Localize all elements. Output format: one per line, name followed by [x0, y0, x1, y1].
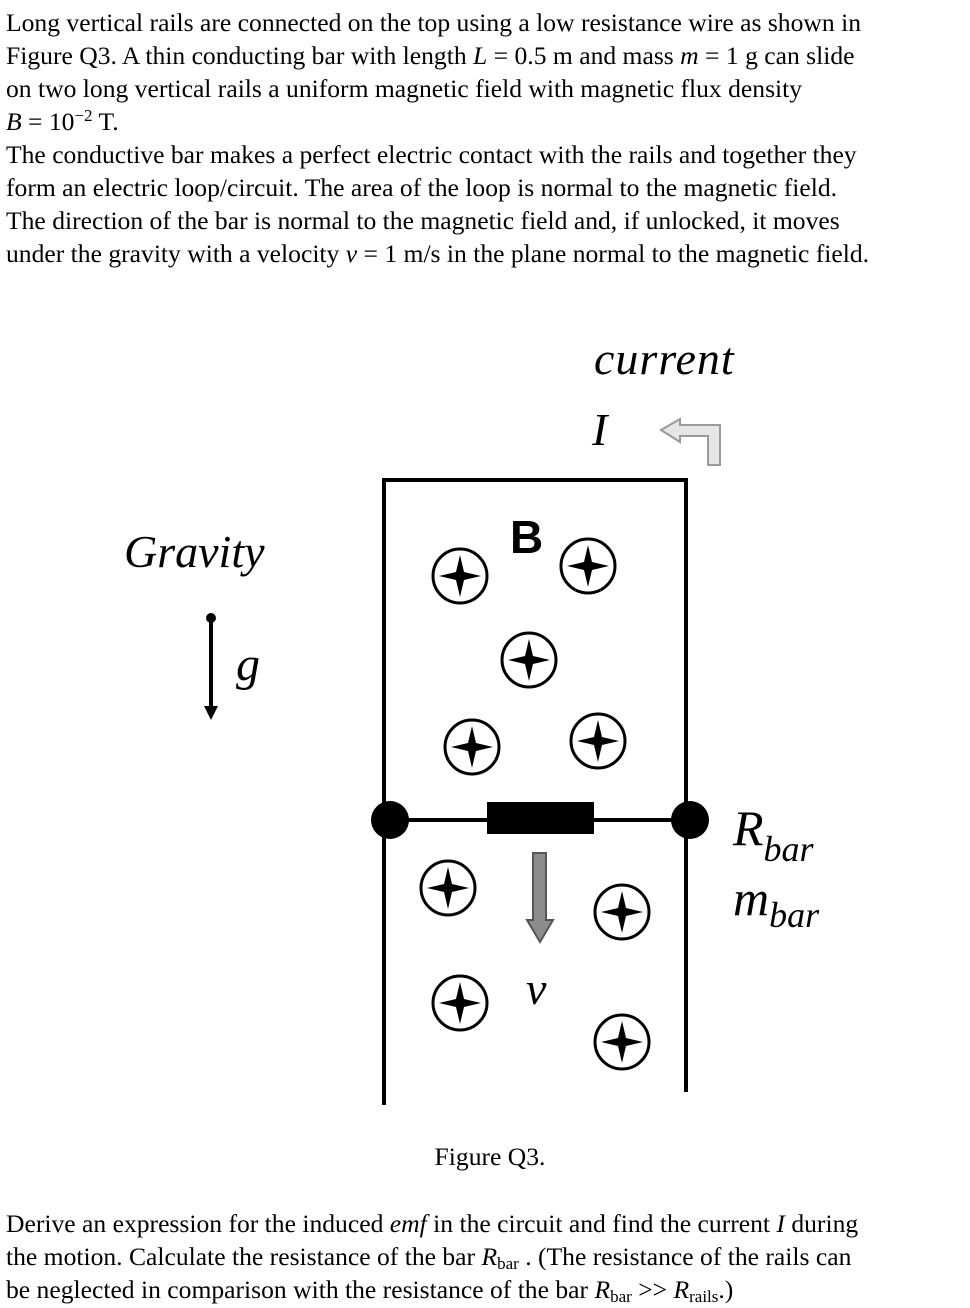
resistance-label: Rbar: [732, 800, 815, 869]
velocity-arrow-icon: [525, 852, 555, 944]
current-term: I: [776, 1209, 785, 1238]
g-symbol: g: [236, 638, 260, 691]
problem-statement: Long vertical rails are connected on the…: [6, 6, 968, 270]
mass-label: mbar: [733, 870, 820, 935]
right-contact: [671, 801, 709, 839]
bar-resistor: [487, 802, 594, 834]
question-line-3: be neglected in comparison with the resi…: [6, 1275, 734, 1306]
field-symbol-icon: [431, 547, 489, 605]
left-contact: [371, 801, 409, 839]
field-label: B: [510, 511, 543, 563]
rbar-term-2: R: [594, 1275, 611, 1304]
flux-symbol: B: [6, 107, 22, 136]
question-line-2: the motion. Calculate the resistance of …: [6, 1242, 852, 1273]
field-symbol-icon: [569, 712, 627, 770]
mass-symbol: m: [680, 41, 699, 70]
rbar-term: R: [481, 1242, 498, 1271]
current-label: current: [594, 333, 735, 384]
figure-caption: Figure Q3.: [434, 1142, 546, 1171]
figure-q3-diagram: current I Gravity g B v Rbar mbar: [124, 333, 820, 1105]
intro-line-8: under the gravity with a velocity v = 1 …: [6, 239, 870, 268]
field-symbol-icon: [559, 537, 617, 595]
question-line-1: Derive an expression for the induced emf…: [6, 1209, 859, 1238]
current-arrow-icon: [659, 417, 721, 466]
length-symbol: L: [473, 41, 488, 70]
intro-line-2: Figure Q3. A thin conducting bar with le…: [6, 41, 855, 70]
flux-exponent: −2: [74, 106, 93, 125]
gravity-label: Gravity: [124, 526, 265, 577]
intro-line-6: form an electric loop/circuit. The area …: [6, 173, 838, 202]
gravity-arrow-icon: [204, 613, 218, 720]
emf-term: emf: [389, 1209, 427, 1238]
field-symbol-icon: [419, 859, 477, 917]
intro-line-3: on two long vertical rails a uniform mag…: [6, 74, 803, 103]
intro-line-7: The direction of the bar is normal to th…: [6, 206, 840, 235]
intro-line-4: B = 10−2 T.: [6, 106, 119, 136]
velocity-symbol: v: [526, 963, 547, 1014]
field-symbol-icon: [593, 883, 651, 941]
field-symbol-icon: [500, 631, 558, 689]
intro-line-1: Long vertical rails are connected on the…: [6, 8, 861, 37]
rails-and-top-wire: [382, 478, 688, 1105]
current-symbol: I: [591, 404, 610, 455]
field-symbol-icon: [431, 974, 489, 1032]
field-symbol-icon: [593, 1013, 651, 1071]
rrails-term: R: [673, 1275, 690, 1304]
intro-line-5: The conductive bar makes a perfect elect…: [6, 140, 857, 169]
sliding-bar: [371, 801, 709, 839]
velocity-symbol-text: v: [345, 239, 358, 268]
question-statement: Derive an expression for the induced emf…: [6, 1207, 968, 1306]
field-symbol-icon: [443, 718, 501, 776]
